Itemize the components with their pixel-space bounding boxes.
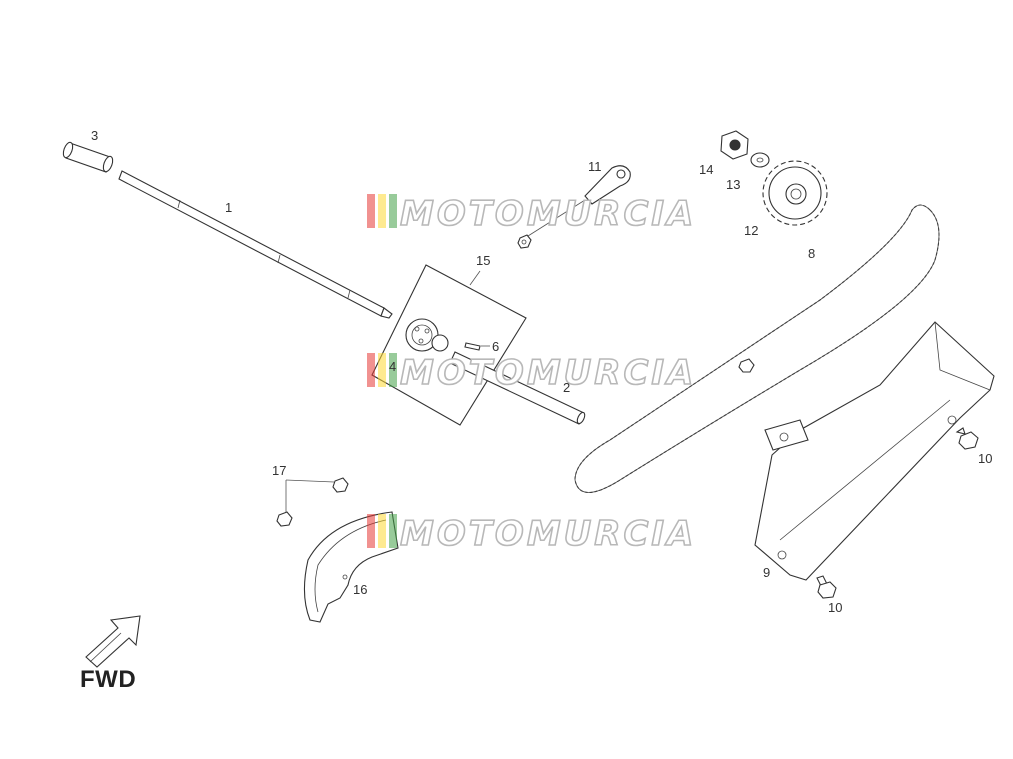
part-17-screws: [276, 477, 349, 527]
callout-3: 3: [91, 128, 98, 143]
callout-16: 16: [353, 582, 367, 597]
part-1-shaft: [118, 170, 393, 319]
part-8-chain: [574, 204, 940, 494]
callout-9: 9: [763, 565, 770, 580]
callout-11: 11: [588, 159, 602, 174]
part-12-sprocket: [762, 160, 828, 226]
part-10-bolt-upper: [955, 427, 979, 450]
part-2-output-shaft: [449, 351, 586, 425]
callout-10-upper: 10: [978, 451, 992, 466]
callout-4: 4: [389, 359, 396, 374]
svg-text:MOTOMURCIA: MOTOMURCIA: [400, 514, 696, 554]
watermark-bottom: MOTOMURCIA: [367, 513, 696, 555]
watermark-middle: MOTOMURCIA: [367, 352, 696, 394]
fwd-arrow-icon: [85, 615, 141, 668]
callout-8: 8: [808, 246, 815, 261]
part-10-bolt-lower: [816, 575, 837, 599]
callout-17: 17: [272, 463, 286, 478]
callout-10-lower: 10: [828, 600, 842, 615]
callout-1: 1: [225, 200, 232, 215]
part-9-chain-guard: [754, 321, 995, 581]
watermark-top: MOTOMURCIA: [367, 193, 696, 235]
svg-text:MOTOMURCIA: MOTOMURCIA: [400, 194, 696, 234]
callout-6: 6: [492, 339, 499, 354]
callout-15: 15: [476, 253, 490, 268]
callout-12: 12: [744, 223, 758, 238]
part-14-nut: [720, 130, 749, 160]
part-15-assembly-box: [371, 264, 527, 426]
callout-14: 14: [699, 162, 713, 177]
part-3-sleeve: [62, 141, 114, 173]
part-13-washer: [750, 152, 770, 168]
fwd-label: FWD: [80, 666, 137, 693]
callout-13: 13: [726, 177, 740, 192]
part-11-bracket: [517, 165, 631, 249]
callout-2: 2: [563, 380, 570, 395]
svg-text:MOTOMURCIA: MOTOMURCIA: [400, 353, 696, 393]
